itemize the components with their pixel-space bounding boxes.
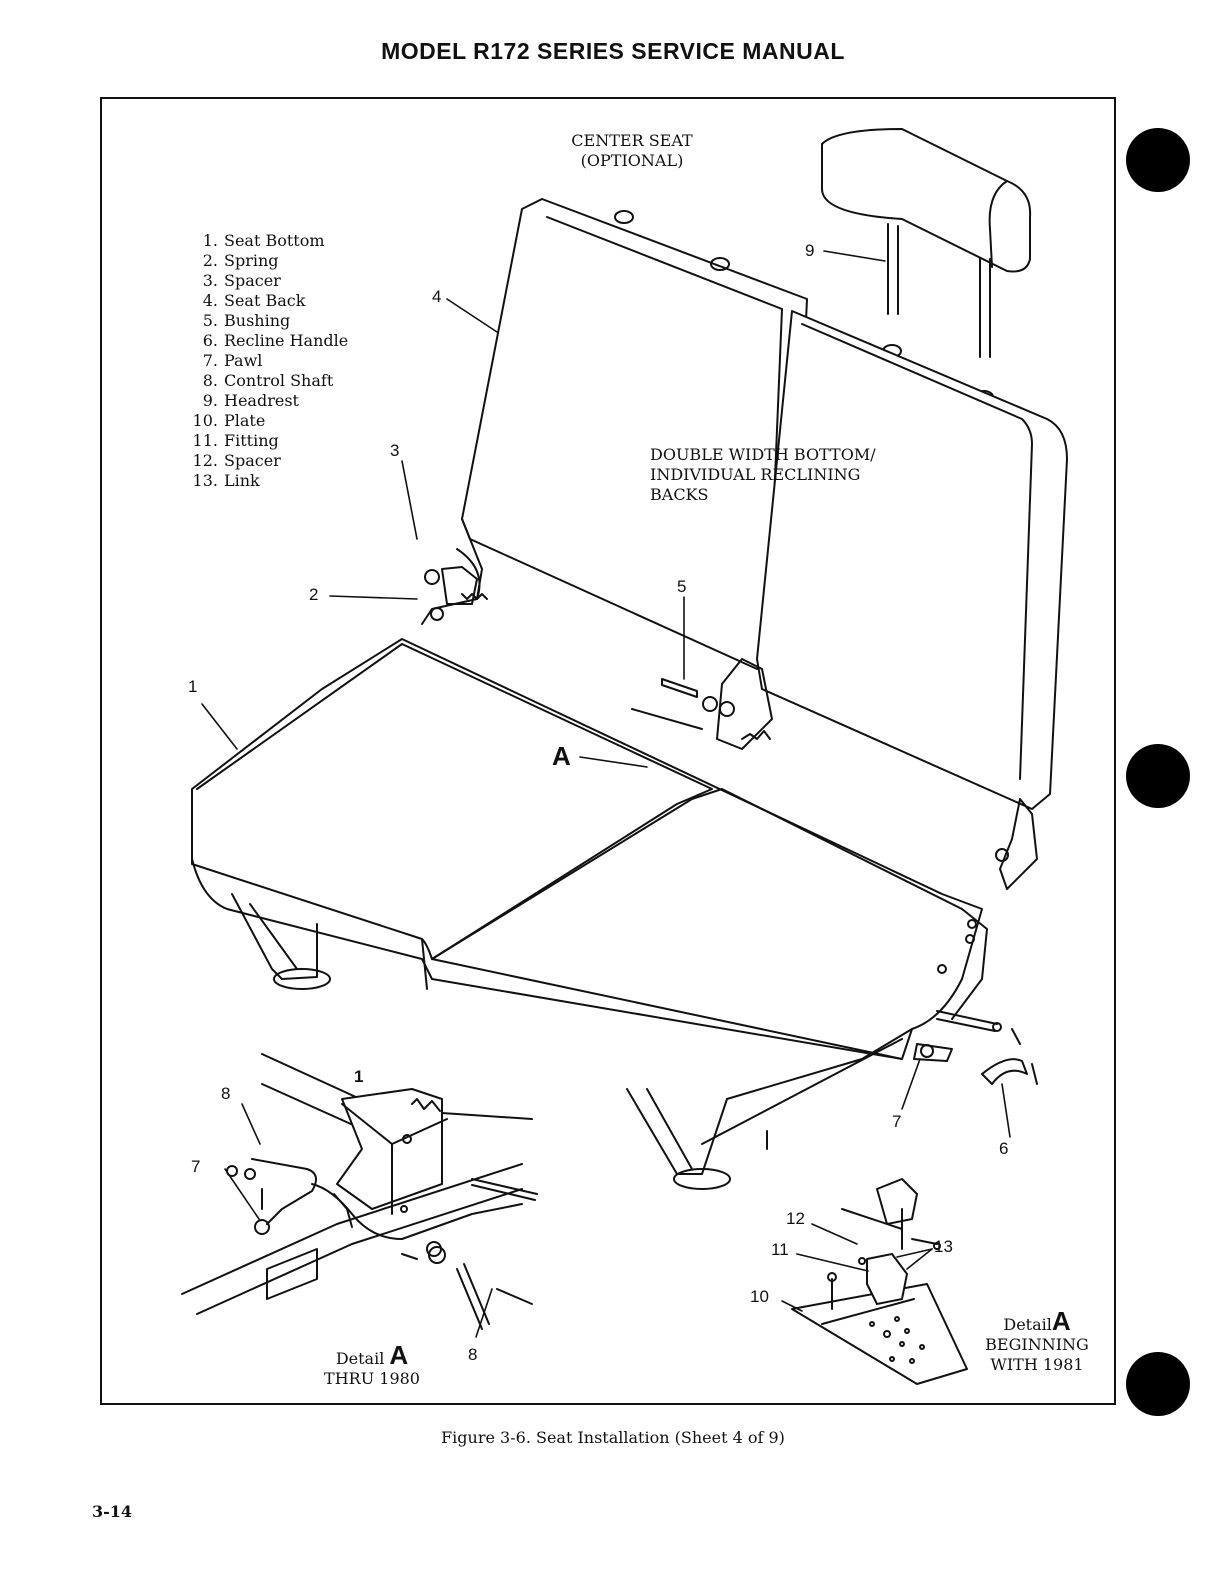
legend-item: 6.Recline Handle [202, 331, 349, 350]
margin-marker-dot [1126, 128, 1190, 192]
legend-item: 7.Pawl [202, 351, 263, 370]
callout-a: A [552, 741, 571, 771]
legend-item: 1.Seat Bottom [202, 231, 325, 250]
page-number: 3-14 [92, 1502, 133, 1521]
callout-4: 4 [432, 287, 442, 306]
figure-caption: Figure 3-6. Seat Installation (Sheet 4 o… [441, 1428, 785, 1447]
callout-3: 3 [390, 441, 400, 460]
callout-12: 12 [786, 1209, 805, 1228]
margin-marker-dot [1126, 1352, 1190, 1416]
detail-a-1981-drawing [791, 1178, 968, 1385]
legend-item: 4.Seat Back [202, 291, 306, 310]
legend-item: 9.Headrest [202, 391, 299, 410]
callout-13: 13 [934, 1237, 953, 1256]
figure-frame: 1.Seat Bottom 2.Spring 3.Spacer 4.Seat B… [100, 97, 1116, 1405]
callout-10: 10 [750, 1287, 769, 1306]
callout-8-detail: 8 [221, 1084, 231, 1103]
legend-item: 11.Fitting [192, 431, 279, 450]
callout-9: 9 [805, 241, 815, 260]
seat-leg-drawings [231, 893, 913, 1190]
legend-item: 8.Control Shaft [202, 371, 334, 390]
margin-marker-dot [1126, 744, 1190, 808]
legend-item: 3.Spacer [202, 271, 281, 290]
control-shaft-right-drawing [913, 1010, 1038, 1085]
legend-item: 12.Spacer [192, 451, 281, 470]
legend-item: 10.Plate [192, 411, 266, 430]
callout-1: 1 [188, 677, 198, 696]
callout-11: 11 [771, 1240, 789, 1259]
headrest-drawing [821, 128, 1032, 404]
hinge-drawings [421, 518, 1038, 890]
legend-item: 13.Link [192, 471, 260, 490]
seat-bottom-drawing [191, 638, 988, 1060]
detail-a-thru-1980-drawing [181, 1053, 538, 1330]
right-seat-back-drawing [756, 310, 1068, 810]
detail-a-1981-label: DetailA BEGINNING WITH 1981 [985, 1306, 1089, 1374]
callout-7: 7 [892, 1112, 902, 1131]
callout-6: 6 [999, 1139, 1009, 1158]
callout-1-detail: 1 [354, 1067, 364, 1086]
callout-8: 8 [468, 1345, 478, 1364]
double-width-label: DOUBLE WIDTH BOTTOM/ INDIVIDUAL RECLININ… [650, 445, 876, 504]
legend-item: 5.Bushing [202, 311, 291, 330]
callout-2: 2 [309, 585, 319, 604]
seat-illustration [181, 128, 1068, 1385]
left-seat-back-drawing [461, 198, 808, 670]
legend-item: 2.Spring [202, 251, 279, 270]
callout-5: 5 [677, 577, 687, 596]
page-header: MODEL R172 SERIES SERVICE MANUAL [381, 38, 845, 64]
leader-lines [201, 250, 1011, 1338]
center-seat-label: CENTER SEAT (OPTIONAL) [571, 131, 693, 170]
detail-a-thru-1980-label: Detail A THRU 1980 [324, 1340, 420, 1388]
parts-legend: 1.Seat Bottom 2.Spring 3.Spacer 4.Seat B… [190, 231, 349, 491]
callout-7-detail: 7 [191, 1157, 201, 1176]
